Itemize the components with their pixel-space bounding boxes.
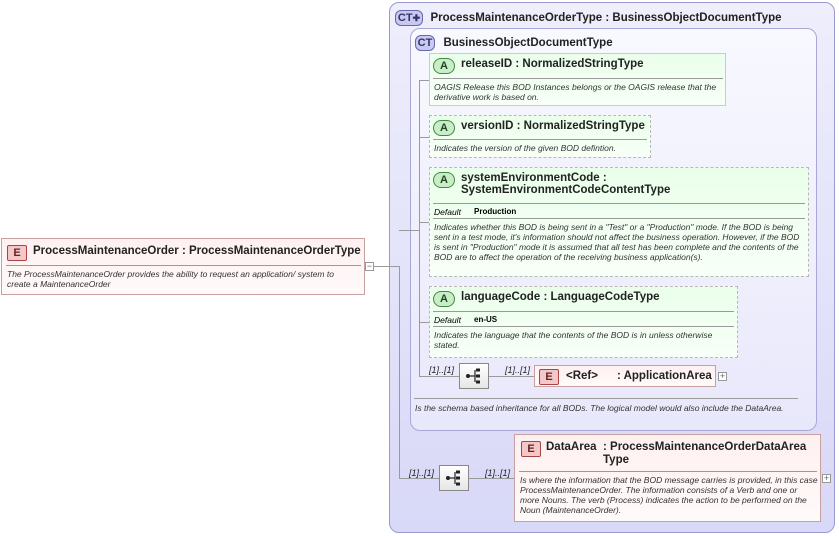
attribute-icon: A xyxy=(433,172,455,188)
attribute-name: releaseID : NormalizedStringType xyxy=(461,58,644,70)
multiplicity-label: [1]..[1] xyxy=(409,468,435,478)
attribute-system-environment-code[interactable]: A systemEnvironmentCode : SystemEnvironm… xyxy=(429,167,809,277)
connector-line xyxy=(489,376,534,377)
element-icon: E xyxy=(7,245,27,261)
outer-type-title: ProcessMaintenanceOrderType : BusinessOb… xyxy=(430,12,782,24)
divider xyxy=(433,78,723,79)
sequence-icon[interactable] xyxy=(439,465,469,491)
connector-line xyxy=(419,376,459,377)
connector-line xyxy=(419,137,431,138)
connector-line xyxy=(399,230,419,231)
multiplicity-label: [1]..[1] xyxy=(505,365,531,375)
element-application-area[interactable]: E <Ref> : ApplicationArea xyxy=(534,365,716,387)
element-name: DataArea xyxy=(546,441,597,453)
connector-line xyxy=(419,80,431,81)
element-data-area[interactable]: E DataArea : ProcessMaintenanceOrderData… xyxy=(514,434,821,522)
default-value: Production xyxy=(474,207,517,216)
expand-plus-icon[interactable]: + xyxy=(822,473,831,483)
divider xyxy=(6,265,361,266)
element-icon: E xyxy=(521,441,541,457)
root-element[interactable]: E ProcessMaintenanceOrder : ProcessMaint… xyxy=(1,238,365,295)
divider xyxy=(414,398,798,399)
default-label: Default xyxy=(434,207,461,217)
default-label: Default xyxy=(434,315,461,325)
divider xyxy=(433,218,805,219)
connector-line xyxy=(419,80,420,376)
element-doc: Is where the information that the BOD me… xyxy=(520,475,818,515)
connector-line xyxy=(469,478,514,479)
divider xyxy=(433,203,805,204)
divider xyxy=(433,311,734,312)
attribute-icon: A xyxy=(433,291,455,307)
root-element-doc: The ProcessMaintenanceOrder provides the… xyxy=(7,269,334,289)
attribute-name: systemEnvironmentCode : SystemEnvironmen… xyxy=(461,172,671,196)
attribute-doc: Indicates the version of the given BOD d… xyxy=(434,143,616,153)
outer-type-header: CT✚ ProcessMaintenanceOrderType : Busine… xyxy=(395,8,782,26)
connector-line xyxy=(399,478,439,479)
attribute-doc: Indicates whether this BOD is being sent… xyxy=(434,222,800,262)
attribute-icon: A xyxy=(433,58,455,74)
complex-type-icon: CT xyxy=(415,35,435,51)
attribute-release-id[interactable]: A releaseID : NormalizedStringType OAGIS… xyxy=(429,53,726,106)
attribute-language-code[interactable]: A languageCode : LanguageCodeType Defaul… xyxy=(429,286,738,358)
complex-type-icon: CT✚ xyxy=(395,10,423,26)
sequence-icon[interactable] xyxy=(459,363,489,389)
expand-plus-icon[interactable]: + xyxy=(718,371,727,381)
element-ref-label: <Ref> xyxy=(566,370,598,382)
default-value: en-US xyxy=(474,315,498,324)
attribute-name: versionID : NormalizedStringType xyxy=(461,120,645,132)
divider xyxy=(519,471,817,472)
element-type: : ProcessMaintenanceOrderDataArea Type xyxy=(603,441,807,466)
divider xyxy=(433,139,647,140)
inner-type-header: CT BusinessObjectDocumentType xyxy=(415,33,613,51)
multiplicity-label: [1]..[1] xyxy=(429,365,455,375)
element-icon: E xyxy=(539,369,559,385)
inner-type-title: BusinessObjectDocumentType xyxy=(443,37,613,49)
inner-type-doc: Is the schema based inheritance for all … xyxy=(415,403,784,413)
connector-line xyxy=(366,266,400,267)
attribute-icon: A xyxy=(433,120,455,136)
connector-line xyxy=(419,222,431,223)
element-type: : ApplicationArea xyxy=(617,370,712,382)
attribute-doc: OAGIS Release this BOD Instances belongs… xyxy=(434,82,717,102)
root-element-title: ProcessMaintenanceOrder : ProcessMainten… xyxy=(33,245,361,257)
connector-line xyxy=(399,266,400,478)
attribute-version-id[interactable]: A versionID : NormalizedStringType Indic… xyxy=(429,115,651,158)
divider xyxy=(433,326,734,327)
attribute-doc: Indicates the language that the contents… xyxy=(434,330,713,350)
connector-line xyxy=(419,322,431,323)
attribute-name: languageCode : LanguageCodeType xyxy=(461,291,660,303)
collapse-minus-icon[interactable]: − xyxy=(365,261,374,271)
multiplicity-label: [1]..[1] xyxy=(485,468,511,478)
